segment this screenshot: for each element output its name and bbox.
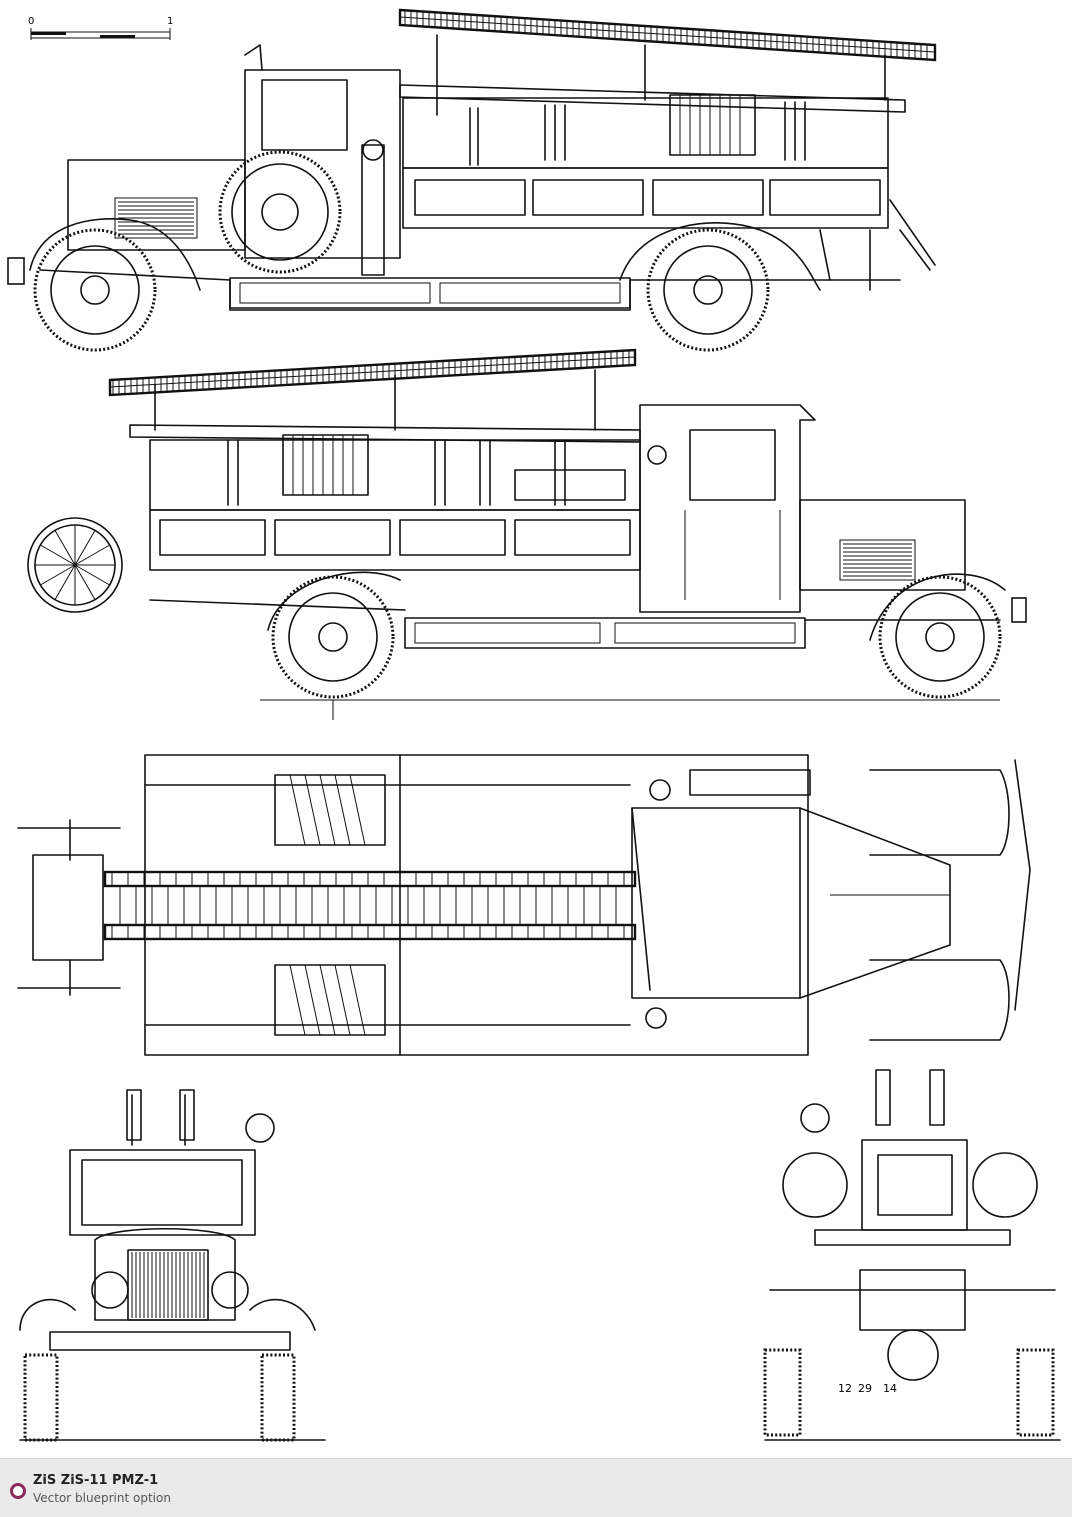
rear-view-label-2: 29 (858, 1382, 872, 1395)
top-view (17, 754, 1031, 1056)
scale-end-label: 1 (167, 16, 173, 27)
scale-start-label: 0 (28, 16, 34, 27)
side-view-left (7, 8, 937, 352)
scale-bar: 0 1 (28, 16, 173, 40)
rear-view-label-3: 14 (883, 1382, 897, 1395)
side-view-right (27, 348, 1027, 720)
blueprint-title: ZiS ZiS-11 PMZ-1 (33, 1473, 159, 1488)
front-view (19, 1089, 326, 1442)
rear-view-label-1: 12 (838, 1382, 852, 1395)
circle-logo-icon (10, 1483, 26, 1499)
blueprint-subtitle: Vector blueprint option (33, 1491, 171, 1505)
footer-bar: ZiS ZiS-11 PMZ-1 Vector blueprint option (0, 1458, 1072, 1517)
blueprint-drawing: 0 1 (7, 8, 1061, 1442)
rear-view: 12 29 14 (763, 1069, 1061, 1441)
